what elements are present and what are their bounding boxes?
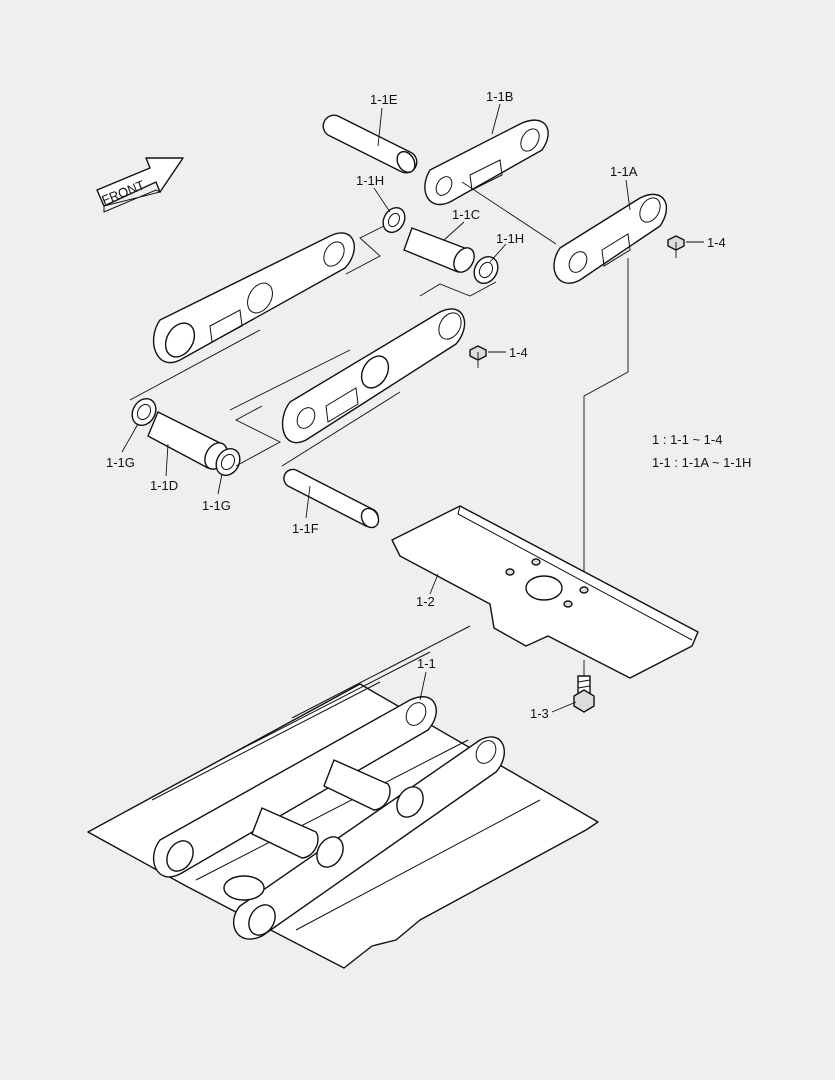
callout-1-4-mid: 1-4 <box>509 345 528 360</box>
callout-1-1G-right: 1-1G <box>202 498 231 513</box>
track-link-middle <box>281 308 466 444</box>
assembly-legend: 1 : 1-1 ~ 1-4 1-1 : 1-1A ~ 1-1H <box>652 432 751 470</box>
bushing-1-1C <box>403 227 475 273</box>
master-link-1-1A <box>553 193 668 284</box>
track-link-upper-left <box>152 232 355 364</box>
front-arrow-icon: FRONT <box>96 157 184 213</box>
track-shoe-1-2 <box>391 505 699 679</box>
seal-1-1G-right <box>215 447 241 477</box>
callout-1-1H-right: 1-1H <box>496 231 524 246</box>
callout-labels: 1-1E 1-1B 1-1H 1-1C 1-1H 1-1A 1-4 1-4 1-… <box>106 89 726 721</box>
seal-1-1H-top <box>382 206 406 234</box>
pin-1-1F <box>283 468 380 529</box>
legend-line-1: 1 : 1-1 ~ 1-4 <box>652 432 722 447</box>
seal-1-1G-left <box>131 397 157 427</box>
master-pin-1-1E <box>322 114 418 174</box>
assembly-guide-lines <box>129 181 629 590</box>
bolt-1-3 <box>573 675 595 713</box>
callout-1-1F: 1-1F <box>292 521 319 536</box>
seal-1-1H-right <box>473 255 499 285</box>
callout-1-1B: 1-1B <box>486 89 513 104</box>
callout-1-4-top: 1-4 <box>707 235 726 250</box>
callout-1-1: 1-1 <box>417 656 436 671</box>
track-assembly-1-1 <box>87 625 599 969</box>
legend-line-2: 1-1 : 1-1A ~ 1-1H <box>652 455 751 470</box>
callout-1-1A: 1-1A <box>610 164 638 179</box>
callout-1-1H-top: 1-1H <box>356 173 384 188</box>
callout-1-3: 1-3 <box>530 706 549 721</box>
callout-leaders <box>121 103 704 713</box>
callout-1-1E: 1-1E <box>370 92 398 107</box>
master-link-1-1B <box>424 119 549 205</box>
callout-1-1G-left: 1-1G <box>106 455 135 470</box>
callout-1-1D: 1-1D <box>150 478 178 493</box>
callout-1-1C: 1-1C <box>452 207 480 222</box>
callout-1-2: 1-2 <box>416 594 435 609</box>
